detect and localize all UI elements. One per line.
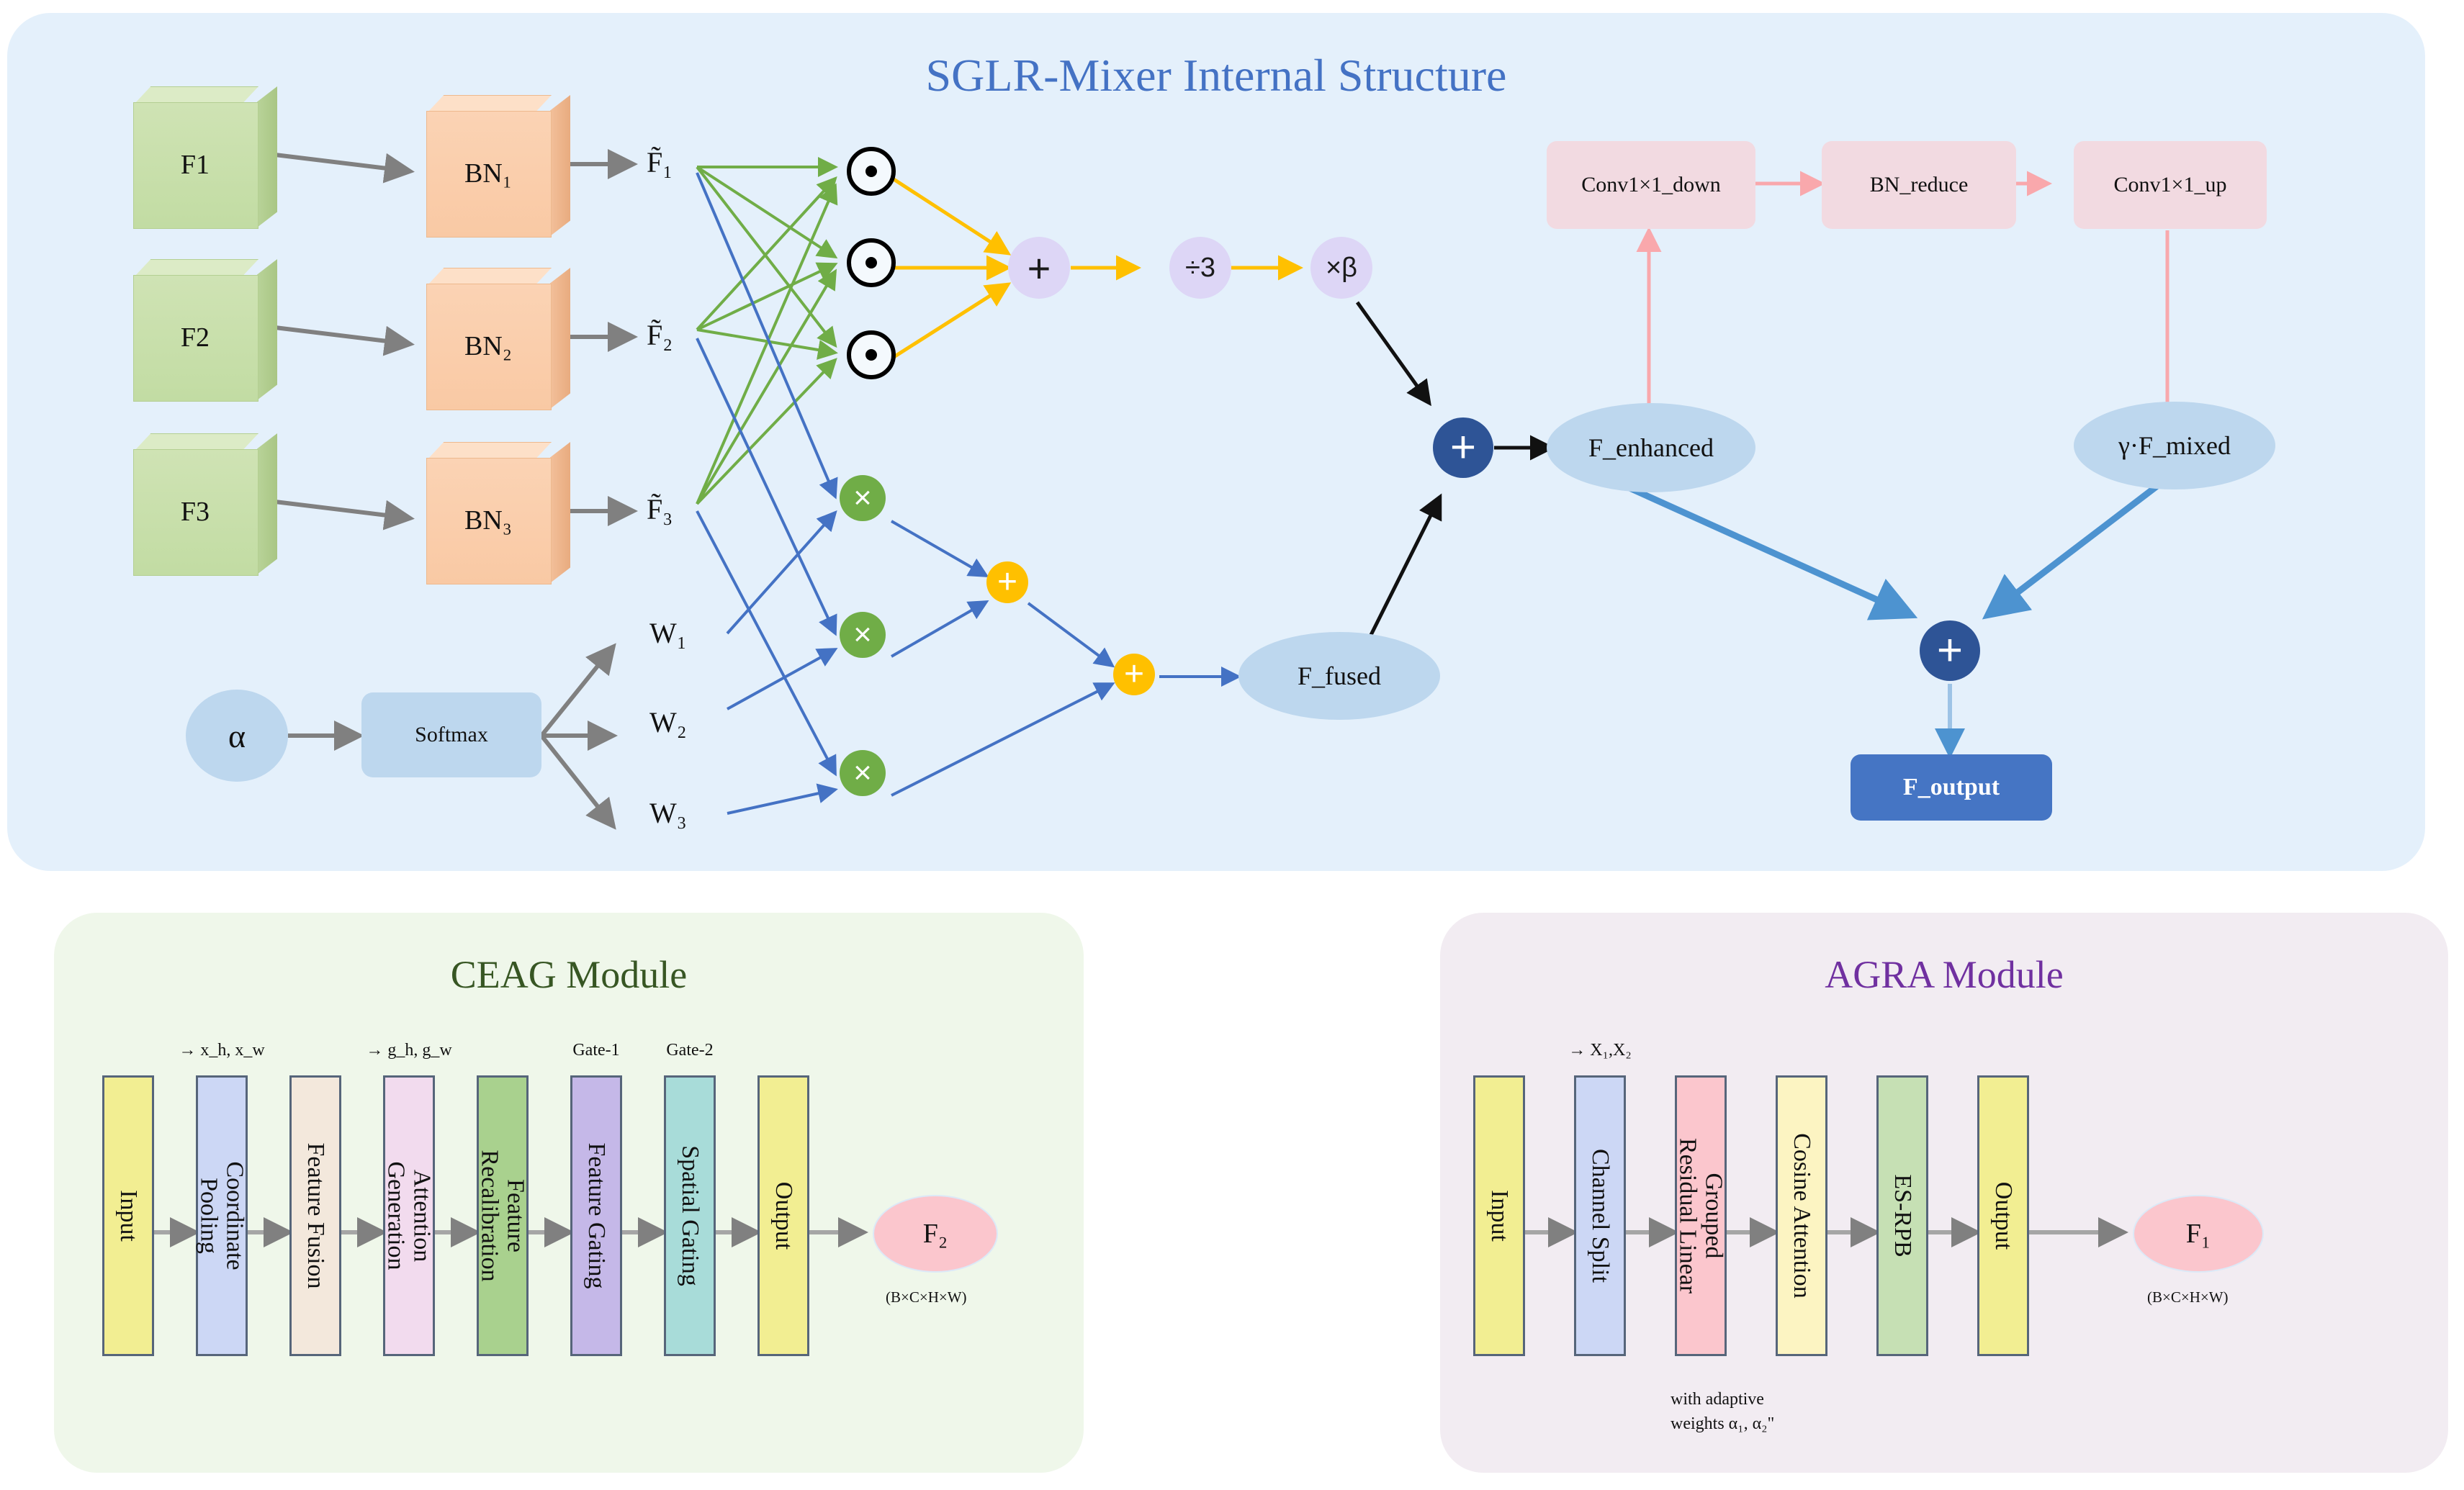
agra-stage-1-label: Channel Split: [1586, 1148, 1614, 1283]
agra-result-node[interactable]: F₁: [2133, 1195, 2264, 1273]
agra-stage-4-label: ES-RPB: [1889, 1174, 1916, 1258]
agra-stage-0[interactable]: Input: [1473, 1075, 1525, 1356]
cube-side-face: [257, 433, 277, 574]
ceag-stage-2[interactable]: Feature Fusion: [289, 1075, 341, 1356]
cube-top-face: [133, 259, 258, 278]
conv1x1-up-block[interactable]: Conv1×1_up: [2074, 141, 2267, 229]
hadamard-product-node-3[interactable]: [847, 330, 896, 379]
weighted-sum-node-2[interactable]: +: [1113, 654, 1155, 695]
ceag-stage-1-caption: → x_h, x_w: [179, 1041, 265, 1060]
ceag-stage-5-label: Feature Gating: [583, 1142, 610, 1289]
feature-cube-f1-label: F1: [180, 150, 210, 180]
normalized-feature-3-label: F̃₃: [647, 493, 673, 525]
weight-label-w1: W₁: [649, 617, 687, 649]
weighted-sum-node-1[interactable]: +: [986, 561, 1028, 603]
agra-stage-0-label: Input: [1485, 1190, 1513, 1242]
cube-front-face: [426, 284, 552, 410]
normalized-feature-2-label: F̃₂: [647, 319, 673, 351]
cube-side-face: [257, 86, 277, 227]
normalized-feature-1-label: F̃₁: [647, 146, 673, 179]
agra-result-shape: (B×C×H×W): [2147, 1288, 2229, 1306]
ceag-stage-7[interactable]: Output: [757, 1075, 809, 1356]
ceag-panel-title: CEAG Module: [450, 953, 688, 996]
cube-front-face: [133, 449, 258, 576]
ceag-stage-6-caption: Gate-2: [666, 1041, 714, 1060]
sum-node-lavender[interactable]: +: [1008, 237, 1070, 299]
ceag-stage-5-caption: Gate-1: [572, 1041, 620, 1060]
cube-side-face: [257, 259, 277, 400]
cube-top-face: [426, 95, 552, 114]
dot-icon: [865, 257, 877, 268]
weighted-product-node-1[interactable]: ×: [840, 475, 886, 521]
cube-side-face: [550, 95, 570, 236]
cube-side-face: [550, 442, 570, 583]
agra-stage-3[interactable]: Cosine Attention: [1776, 1075, 1827, 1356]
bn-cube-1-label: BN₁: [464, 158, 513, 189]
agra-panel-title: AGRA Module: [1825, 953, 2064, 996]
weight-label-w2: W₂: [649, 706, 687, 739]
ceag-result-shape: (B×C×H×W): [886, 1288, 967, 1306]
dot-icon: [865, 166, 877, 177]
softmax-block[interactable]: Softmax: [361, 692, 541, 777]
ceag-stage-0[interactable]: Input: [102, 1075, 154, 1356]
beta-scale-node[interactable]: ×β: [1310, 237, 1372, 299]
f-enhanced-node[interactable]: F_enhanced: [1547, 403, 1755, 492]
cube-side-face: [550, 268, 570, 409]
agra-stage-1-caption: → X₁,X₂: [1568, 1041, 1632, 1060]
f-fused-node[interactable]: F_fused: [1238, 632, 1440, 720]
ceag-stage-5[interactable]: Feature Gating: [570, 1075, 622, 1356]
final-add-node[interactable]: +: [1920, 620, 1980, 681]
agra-panel: AGRA Module: [1440, 913, 2448, 1473]
cube-front-face: [133, 275, 258, 402]
bn-cube-3-label: BN₃: [464, 505, 513, 536]
cube-front-face: [426, 111, 552, 238]
agra-stage-5[interactable]: Output: [1977, 1075, 2029, 1356]
ceag-stage-2-label: Feature Fusion: [302, 1142, 329, 1289]
hadamard-product-node-2[interactable]: [847, 238, 896, 287]
ceag-stage-7-label: Output: [770, 1181, 797, 1250]
bn-reduce-block[interactable]: BN_reduce: [1822, 141, 2016, 229]
alpha-node[interactable]: α: [186, 690, 288, 782]
f-output-box[interactable]: F_output: [1851, 754, 2052, 821]
hadamard-product-node-1[interactable]: [847, 147, 896, 196]
weighted-product-node-3[interactable]: ×: [840, 750, 886, 796]
weight-label-w3: W₃: [649, 797, 687, 829]
cube-front-face: [133, 102, 258, 229]
agra-stage-4[interactable]: ES-RPB: [1876, 1075, 1928, 1356]
ceag-stage-6-label: Spatial Gating: [676, 1145, 703, 1286]
residual-add-node[interactable]: +: [1433, 417, 1493, 478]
ceag-stage-0-label: Input: [114, 1190, 142, 1242]
sglr-panel-title: SGLR-Mixer Internal Structure: [925, 50, 1507, 101]
divide-by-three-node[interactable]: ÷3: [1169, 237, 1231, 299]
feature-cube-f3-label: F3: [180, 497, 210, 527]
agra-stage-1[interactable]: Channel Split: [1574, 1075, 1626, 1356]
weighted-product-node-2[interactable]: ×: [840, 612, 886, 658]
bn-cube-2-label: BN₂: [464, 331, 513, 361]
cube-top-face: [133, 86, 258, 105]
dot-icon: [865, 349, 877, 361]
ceag-result-node[interactable]: F₂: [873, 1195, 998, 1273]
ceag-stage-6[interactable]: Spatial Gating: [664, 1075, 716, 1356]
conv1x1-down-block[interactable]: Conv1×1_down: [1547, 141, 1755, 229]
feature-cube-f2-label: F2: [180, 322, 210, 353]
ceag-stage-3-caption: → g_h, g_w: [366, 1041, 452, 1060]
gamma-f-mixed-node[interactable]: γ·F_mixed: [2074, 402, 2275, 489]
agra-stage-5-label: Output: [1989, 1181, 2017, 1250]
agra-stage-3-label: Cosine Attention: [1788, 1133, 1815, 1299]
cube-front-face: [426, 458, 552, 584]
